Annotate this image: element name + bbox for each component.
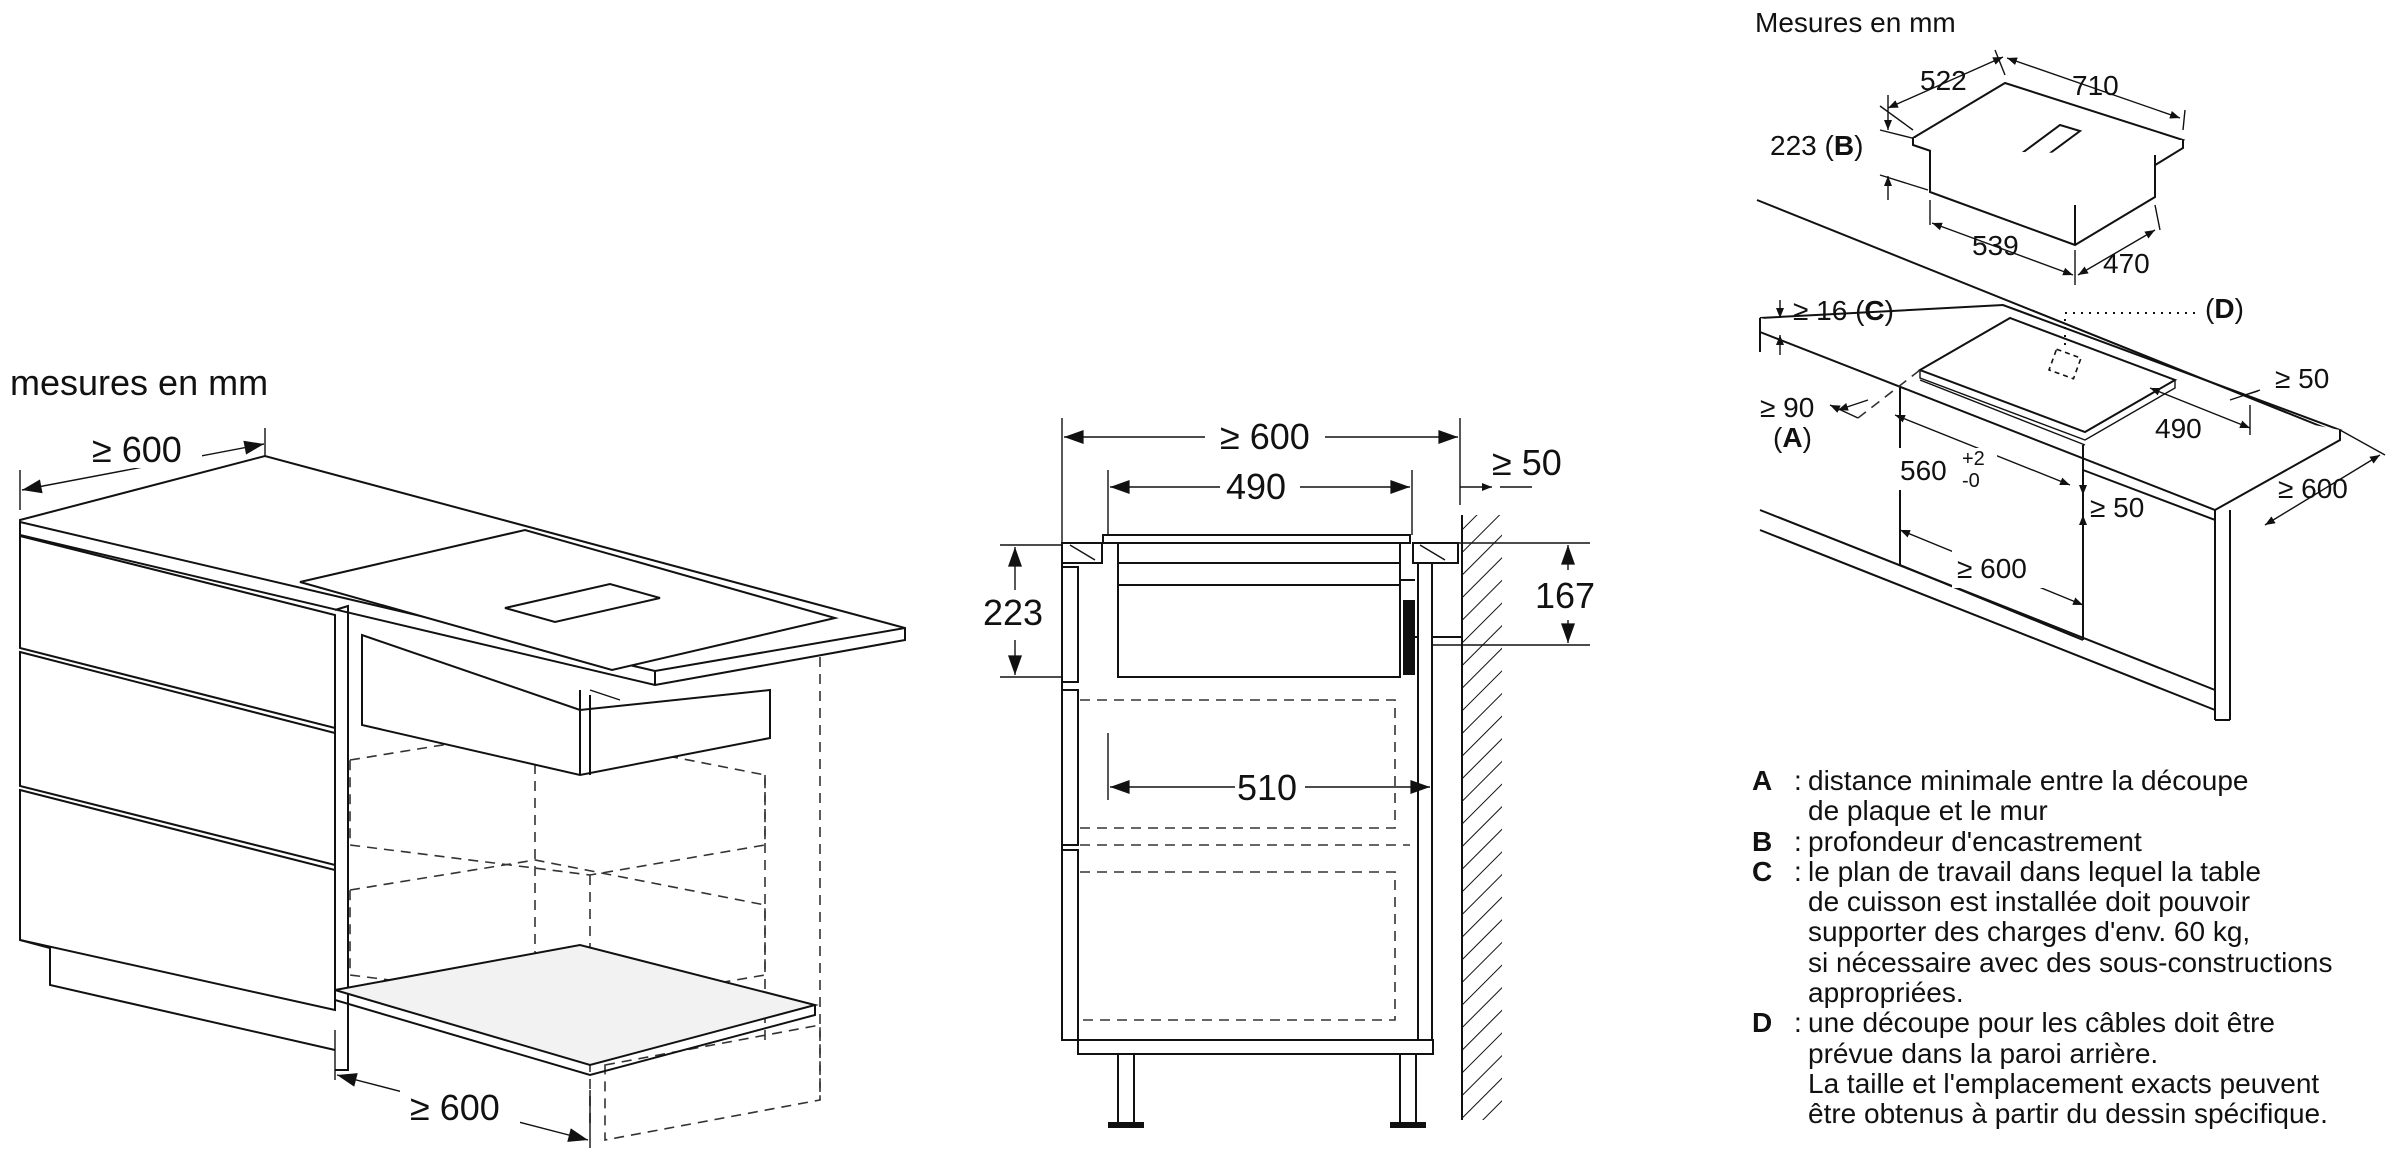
right-front-key: (A) bbox=[1773, 422, 1812, 453]
right-counter-depth: ≥ 600 bbox=[2278, 473, 2348, 504]
island-vent-slot bbox=[504, 582, 661, 624]
legend-colon: : bbox=[1794, 825, 1802, 857]
legend-item: C:le plan de travail dans lequel la tabl… bbox=[1752, 855, 2392, 1009]
center-leg-right bbox=[1399, 1053, 1417, 1125]
left-bottom-dimension: ≥ 600 bbox=[410, 1087, 500, 1128]
center-wall bbox=[1462, 515, 1502, 1120]
legend-colon: : bbox=[1794, 765, 1802, 796]
legend-line: supporter des charges d'env. 60 kg, bbox=[1808, 916, 2251, 948]
right-hob-width: 710 bbox=[2072, 70, 2119, 101]
right-hob-box bbox=[1929, 150, 2156, 247]
right-cable-cutout bbox=[2047, 348, 2083, 380]
center-width-dimension: ≥ 600 bbox=[1220, 416, 1310, 457]
legend-key: A bbox=[1752, 765, 1773, 796]
right-cutout-depth: 490 bbox=[2155, 413, 2202, 444]
legend-line: de plaque et le mur bbox=[1808, 795, 2048, 827]
center-duct-connector bbox=[1403, 600, 1415, 675]
legend-text: profondeur d'encastrement bbox=[1808, 825, 2392, 857]
right-cutout-width: 560 bbox=[1900, 455, 1947, 486]
center-hob-glass bbox=[1102, 534, 1411, 544]
legend-line: une découpe pour les câbles doit être bbox=[1808, 1007, 2275, 1039]
legend-line: si nécessaire avec des sous-construction… bbox=[1808, 946, 2333, 978]
right-box-depth: 470 bbox=[2103, 248, 2150, 279]
right-back-min: ≥ 50 bbox=[2275, 363, 2329, 394]
right-cabinet-width: ≥ 600 bbox=[1957, 553, 2027, 584]
right-front-min: ≥ 90 bbox=[1760, 392, 1814, 423]
left-units-label: mesures en mm bbox=[10, 362, 268, 403]
right-units-label: Mesures en mm bbox=[1755, 7, 1956, 38]
right-hob-height: 223 (B) bbox=[1770, 130, 1863, 161]
legend-key: B bbox=[1752, 825, 1773, 857]
legend-key: D bbox=[1752, 1007, 1773, 1039]
center-cabinet-dimension: 510 bbox=[1237, 767, 1297, 808]
right-cutout-tol-minus: -0 bbox=[1962, 470, 1980, 492]
right-cutout-tol-plus: +2 bbox=[1962, 448, 1985, 470]
island-floor-plate bbox=[334, 943, 819, 1067]
center-height-dimension: 223 bbox=[983, 592, 1043, 633]
legend-line: le plan de travail dans lequel la table bbox=[1808, 855, 2261, 887]
left-view: mesures en mm ≥ 600 bbox=[10, 362, 906, 1148]
right-box-width: 539 bbox=[1972, 230, 2019, 261]
center-view: ≥ 600 490 ≥ 50 223 167 bbox=[983, 413, 1595, 1128]
legend-colon: : bbox=[1794, 1007, 1802, 1039]
left-top-dimension: ≥ 600 bbox=[92, 429, 182, 470]
legend-line: de cuisson est installée doit pouvoir bbox=[1808, 886, 2251, 918]
island-drawers bbox=[19, 534, 336, 1051]
center-inner-dimension: 490 bbox=[1226, 466, 1286, 507]
legend-line: profondeur d'encastrement bbox=[1808, 825, 2142, 857]
legend-line: distance minimale entre la découpe bbox=[1808, 765, 2249, 796]
center-leg-left bbox=[1117, 1053, 1135, 1125]
legend-line: appropriées. bbox=[1808, 977, 1964, 1009]
legend-item: B:profondeur d'encastrement bbox=[1752, 825, 2392, 857]
center-wall-dimension: ≥ 50 bbox=[1492, 442, 1562, 483]
legend-line: prévue dans la paroi arrière. bbox=[1808, 1037, 2159, 1069]
right-hob-depth: 522 bbox=[1920, 65, 1967, 96]
legend-key: C bbox=[1752, 855, 1773, 887]
right-view: Mesures en mm 522 710 223 (B) 539 470 bbox=[1755, 7, 2386, 721]
right-worktop-min: ≥ 16 (C) bbox=[1793, 295, 1894, 326]
legend-colon: : bbox=[1794, 855, 1802, 887]
right-cable-key: (D) bbox=[2205, 293, 2244, 324]
legend-line: être obtenus à partir du dessin spécifiq… bbox=[1808, 1098, 2328, 1130]
center-duct-dimension: 167 bbox=[1535, 575, 1595, 616]
right-side-min: ≥ 50 bbox=[2090, 492, 2144, 523]
legend-line: La taille et l'emplacement exacts peuven… bbox=[1808, 1067, 2320, 1099]
